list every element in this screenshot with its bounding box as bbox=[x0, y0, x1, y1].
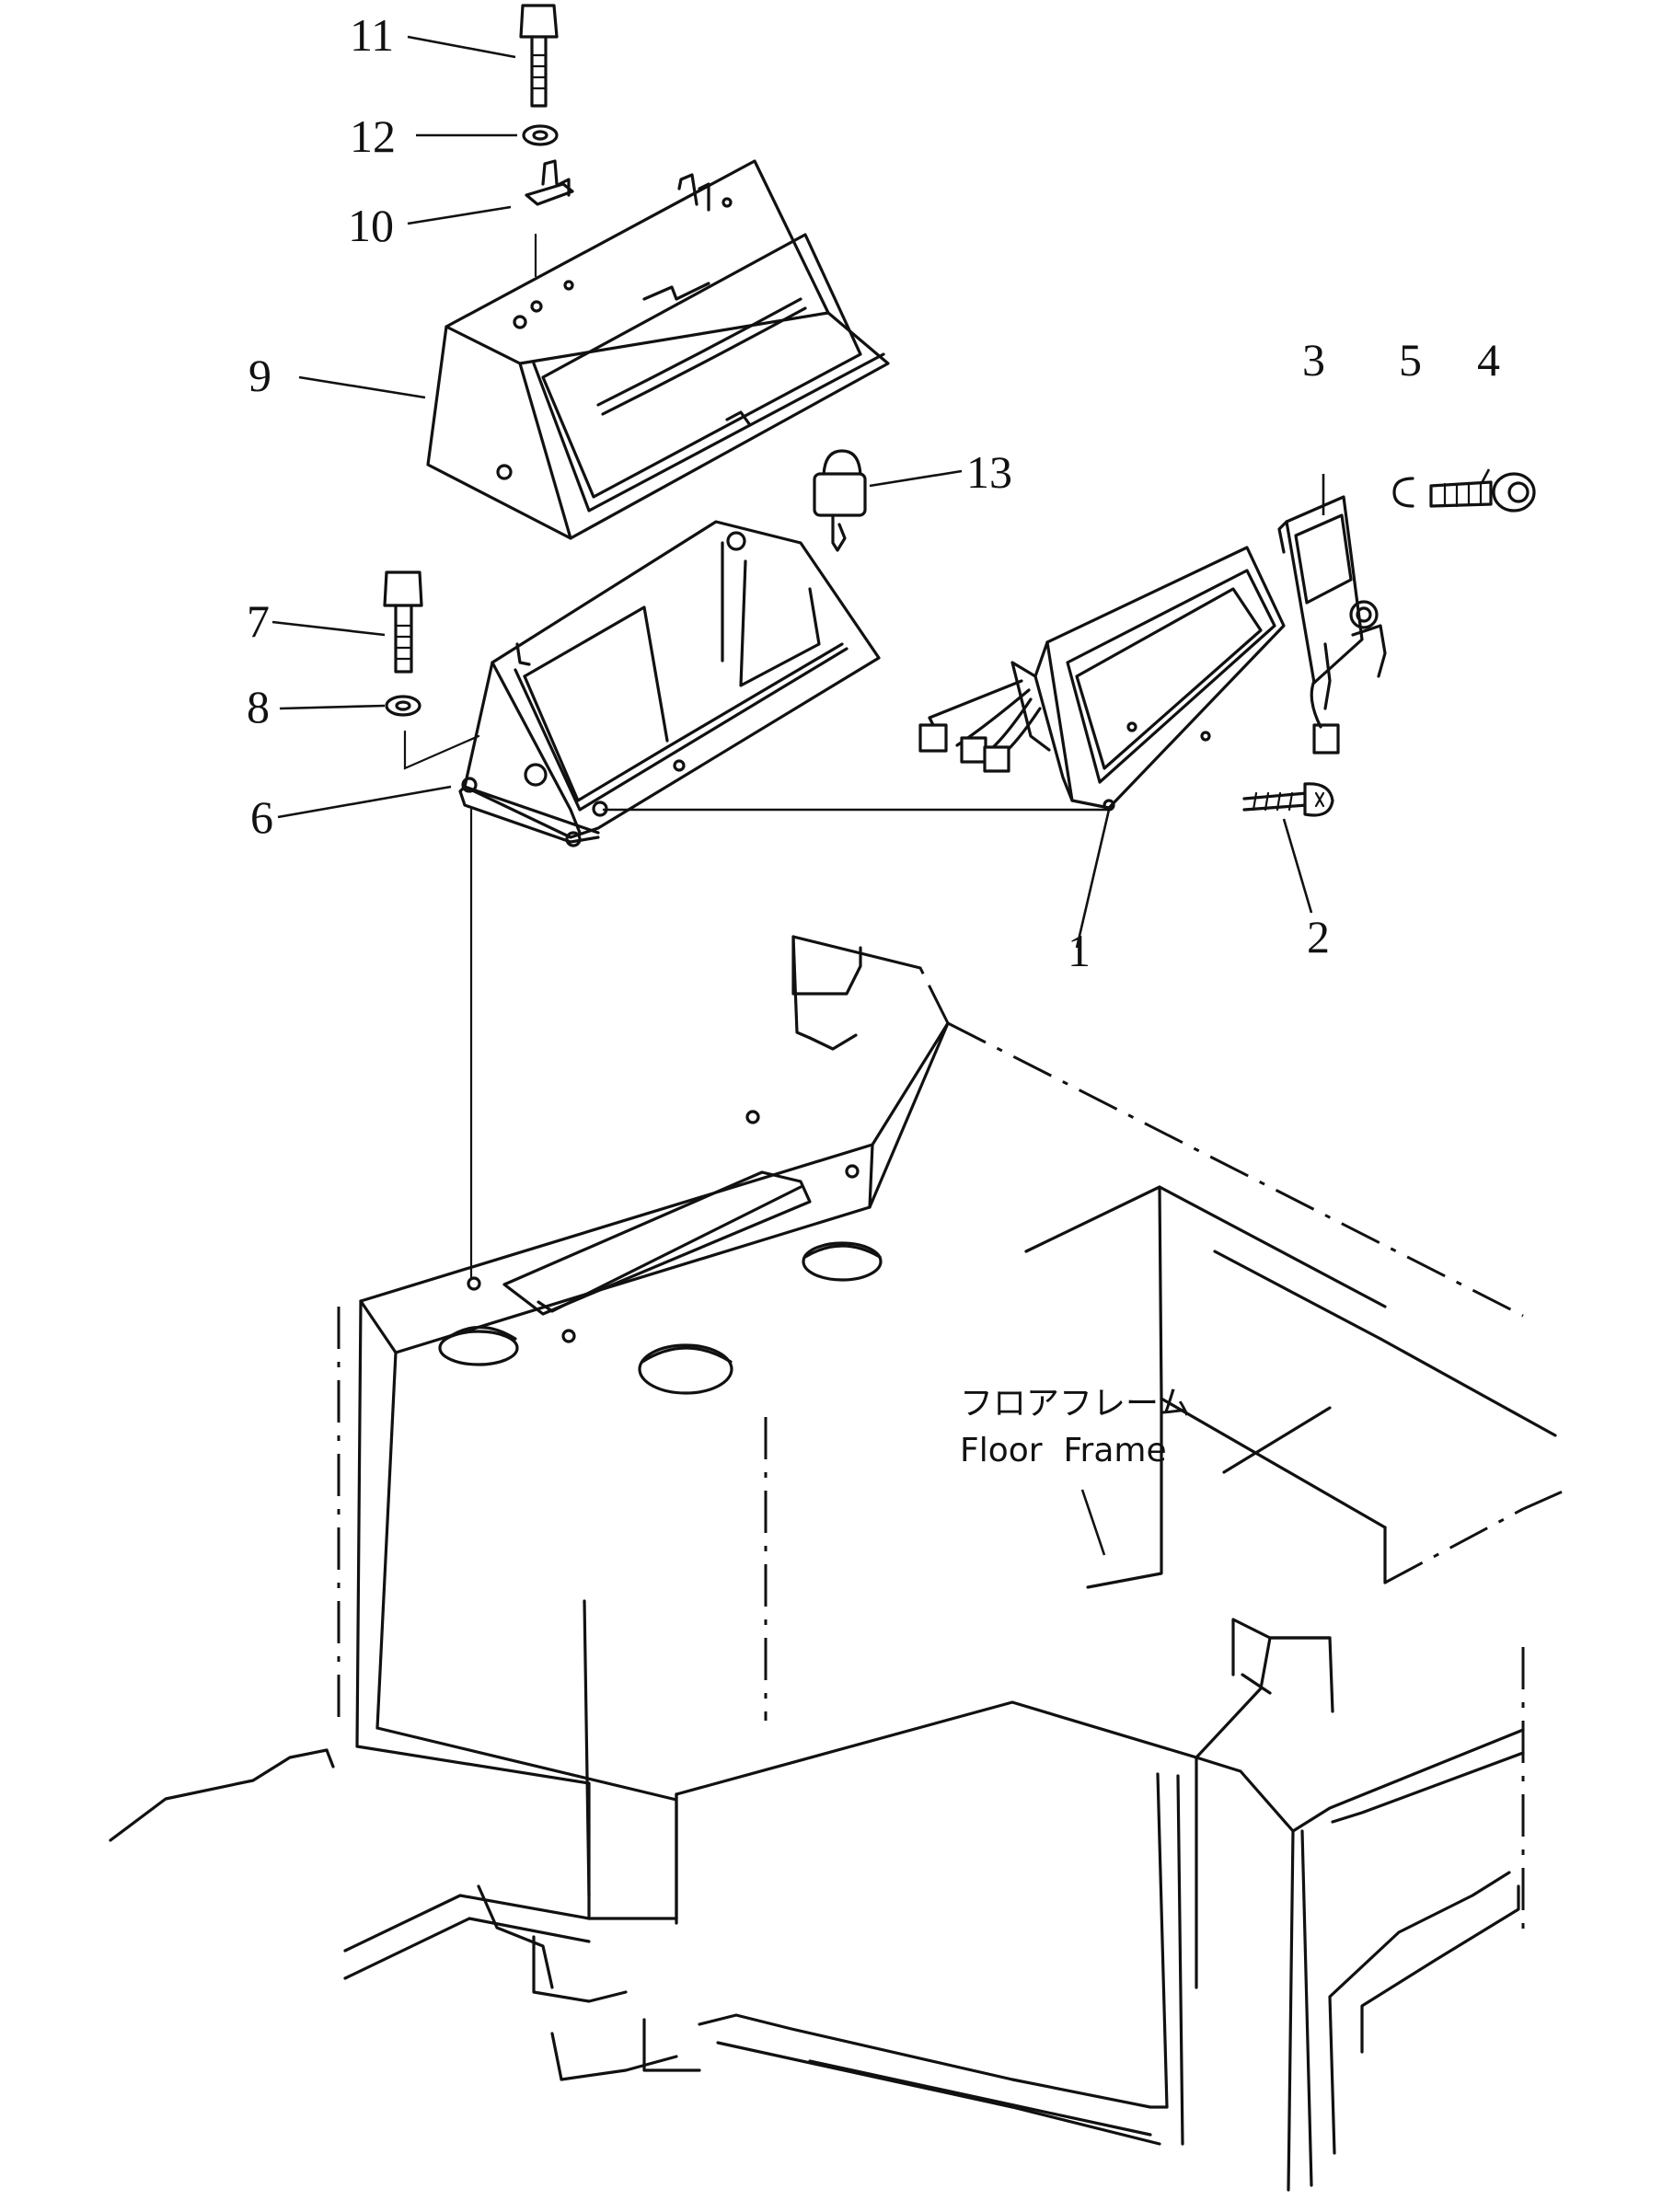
callout-labels: 11 12 10 9 13 7 8 6 3 5 4 1 2 bbox=[247, 9, 1500, 976]
part-12-washer bbox=[522, 124, 559, 146]
callout-7: 7 bbox=[247, 595, 270, 647]
floor-frame-label-en: Floor Frame bbox=[960, 1432, 1167, 1469]
part-7-bolt bbox=[383, 570, 423, 674]
floor-frame-label-jp: フロアフレーム bbox=[960, 1385, 1191, 1423]
leader-lines bbox=[271, 35, 1491, 949]
callout-8: 8 bbox=[247, 681, 270, 732]
callout-10: 10 bbox=[348, 200, 394, 251]
part-4-bolt bbox=[1429, 472, 1536, 513]
callout-6: 6 bbox=[250, 791, 273, 843]
callout-9: 9 bbox=[248, 350, 271, 401]
callout-2: 2 bbox=[1307, 911, 1330, 962]
callout-5: 5 bbox=[1399, 334, 1422, 386]
part-10-clip bbox=[525, 159, 574, 278]
part-5-clip bbox=[1392, 477, 1414, 508]
callout-3: 3 bbox=[1302, 334, 1325, 386]
part-1-monitor bbox=[918, 546, 1286, 812]
part-11-bolt bbox=[519, 4, 559, 108]
callout-11: 11 bbox=[350, 9, 394, 61]
part-3-switch bbox=[1277, 495, 1387, 755]
floor-frame bbox=[109, 935, 1565, 2192]
callout-13: 13 bbox=[966, 446, 1012, 498]
part-6-bracket bbox=[458, 520, 881, 847]
part-2-screw bbox=[1242, 782, 1334, 817]
floor-frame-caption: フロアフレーム Floor Frame bbox=[960, 1385, 1191, 1469]
callout-12: 12 bbox=[350, 110, 396, 162]
part-13-padlock bbox=[813, 449, 867, 552]
callout-1: 1 bbox=[1068, 925, 1091, 976]
part-9-cover bbox=[426, 159, 890, 540]
part-8-washer bbox=[385, 695, 480, 770]
callout-4: 4 bbox=[1477, 334, 1500, 386]
